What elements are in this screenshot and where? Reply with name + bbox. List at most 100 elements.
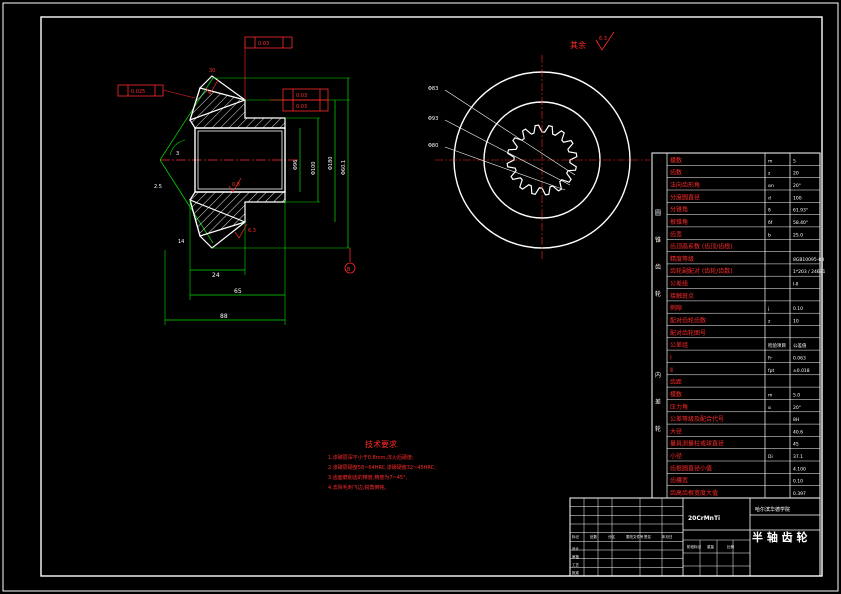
param-value: 4.100: [793, 466, 806, 472]
param-name: 接触斑点: [670, 292, 694, 300]
bore-outline: [194, 127, 286, 193]
dim-30-text: 30: [209, 68, 215, 74]
gdt-frame-4: [282, 99, 329, 112]
param-name: 齿距: [670, 378, 682, 386]
tb-misc-label: 工艺: [572, 562, 580, 567]
tech-req-title: 技术要求: [365, 439, 397, 449]
tb-row-label: 签名: [644, 534, 651, 539]
bore-inner: [197, 130, 283, 190]
dim-angle-text: 3: [176, 151, 179, 157]
side-label: 齿: [655, 263, 661, 271]
side-label: 内: [655, 371, 661, 379]
tb-misc-label: 批准: [572, 570, 580, 575]
param-value: 公差值: [793, 342, 807, 349]
material-text: 20CrMnTi: [688, 515, 720, 522]
param-symbol: fpt: [768, 368, 774, 374]
tech-req-3: 3.齿面磨削齿的精度,精度为7~45°;: [328, 474, 408, 481]
param-value: 0.397: [793, 491, 806, 497]
param-value: 0.063: [793, 356, 806, 362]
gdt-value-2: 0.025: [131, 89, 145, 95]
param-name: 公差组: [670, 341, 688, 349]
param-value: ±0.018: [793, 368, 810, 374]
title-block-border: [569, 497, 821, 577]
datum-circle: [344, 262, 356, 274]
rest-roughness-value: 6.3: [599, 36, 607, 42]
gdt-leader-2: [162, 89, 196, 99]
side-label: 轮: [655, 425, 661, 433]
lower-section: [189, 191, 286, 237]
title-block: 标记处数分区更改文件号签名年月日阶段标记重量比例设计审核工艺批准 20CrMnT…: [569, 497, 821, 577]
datum-letter: B: [347, 267, 351, 273]
upper-section: [189, 87, 286, 129]
tb-row-label: 处数: [590, 534, 598, 539]
param-name: 量具测量柱或球直径: [670, 440, 724, 448]
param-name: 齿顶高系数 (齿顶/齿根): [670, 243, 733, 251]
roughness-mark-2: [234, 223, 248, 239]
param-name: 大径: [670, 427, 682, 435]
gear-section-view: 24 65 88 Φ96 Φ100 Φ180 Φ60.1 0.8 6.3 3 1…: [117, 36, 356, 325]
gdt-value-4: 0.03: [296, 104, 307, 110]
param-name: 齿槽宽: [670, 477, 688, 485]
param-name: 齿高齿根宽度大值: [670, 489, 718, 497]
param-value: 8H: [793, 417, 799, 423]
param-name: 公差等级及配合代号: [670, 415, 724, 423]
param-symbol: b: [768, 232, 771, 238]
upper-tooth-outline: [189, 75, 247, 121]
param-value: 8GB10095-88: [793, 257, 824, 263]
param-symbol: δf: [768, 220, 773, 226]
gear-front-view: Φ83 Φ93 Φ80: [428, 55, 650, 260]
param-name: 精度等级: [670, 255, 694, 263]
spline-profile: [506, 124, 578, 196]
param-value: Ⅰ-Ⅱ: [793, 282, 798, 288]
dim-25-text: 2.5: [154, 184, 162, 190]
param-value: 37.1: [793, 454, 803, 460]
dim-88-text: 88: [220, 313, 228, 320]
gdt-value-3: 0.03: [296, 93, 307, 99]
gdt-frame-2: [117, 84, 164, 97]
param-value: 10: [793, 319, 799, 325]
param-name: Ⅱ: [670, 367, 673, 374]
title-block-grid: 标记处数分区更改文件号签名年月日阶段标记重量比例设计审核工艺批准: [570, 498, 750, 576]
side-label: 差: [655, 398, 661, 406]
param-name: 公差组: [670, 280, 688, 288]
param-name: 模数: [670, 156, 682, 164]
param-symbol: 检验项目: [768, 342, 786, 349]
param-name: 侧隙: [670, 304, 682, 312]
param-symbol: α: [768, 406, 771, 411]
param-value: 20°: [793, 183, 801, 189]
roughness-63-text: 6.3: [248, 228, 256, 234]
param-name: 配对齿轮图号: [670, 329, 706, 337]
param-symbol: αn: [768, 184, 774, 189]
param-value: 100: [793, 195, 802, 201]
leader-d80: [444, 146, 566, 191]
leader-d83-text: Φ83: [428, 86, 438, 92]
roughness-mark-3: [205, 79, 219, 95]
tech-req-4: 4.去除毛刺飞边,锐角倒钝。: [328, 484, 389, 491]
tech-req-2: 2.渗碳层硬度58~64HRC,渗碳硬度32~45HRC;: [328, 464, 436, 471]
param-symbol: Di: [768, 454, 773, 460]
side-label: 轮: [655, 290, 661, 298]
param-value: 61.93°: [793, 208, 808, 214]
tb-row-label: 标记: [572, 534, 580, 539]
dim-65-text: 65: [234, 288, 242, 295]
tb-bottom-label: 比例: [727, 544, 735, 549]
tb-misc-label: 审核: [572, 554, 580, 559]
tb-bottom-label: 重量: [707, 544, 715, 549]
leader-d83: [444, 89, 576, 176]
param-name: 压力角: [670, 403, 688, 411]
rest-roughness-label: 其余: [570, 40, 586, 50]
param-name: 配对齿轮齿数: [670, 317, 706, 325]
roughness-mark-1: [228, 177, 242, 193]
tech-req-1: 1.渗碳层深不小于0.8mm,淬火后硬度;: [328, 454, 414, 461]
param-value: 40.6: [793, 429, 803, 435]
param-value: 58.40°: [793, 220, 808, 226]
param-symbol: m: [768, 159, 772, 164]
param-symbol: m: [768, 393, 772, 398]
param-value: 20°: [793, 405, 801, 411]
param-symbol: Fr: [768, 356, 772, 362]
dim-14-text: 14: [178, 239, 184, 245]
inner-frame: [40, 16, 823, 577]
